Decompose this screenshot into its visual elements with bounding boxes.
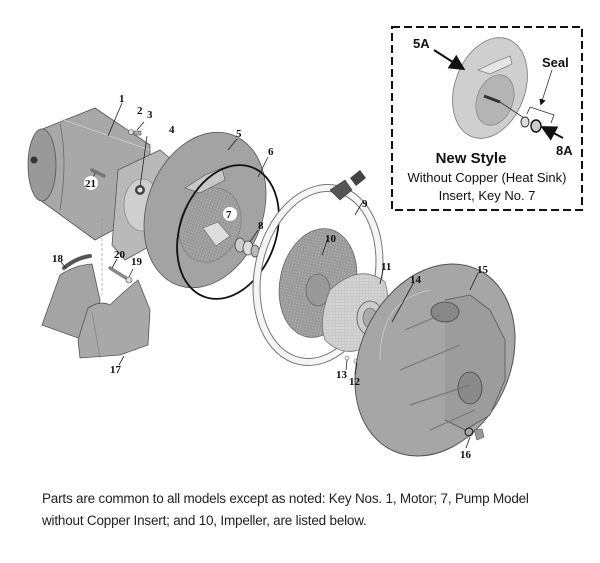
callout-4: 4 bbox=[169, 124, 175, 136]
inset-subtitle-line2: Insert, Key No. 7 bbox=[439, 188, 536, 203]
callout-21: 21 bbox=[85, 178, 96, 190]
inset-label-8a: 8A bbox=[556, 143, 573, 158]
callout-11: 11 bbox=[381, 261, 391, 273]
new-style-inset: 5A Seal 8A New Style Without Copper (Hea… bbox=[391, 26, 583, 211]
callout-7-badge: 7 bbox=[223, 207, 237, 221]
callout-20: 20 bbox=[114, 249, 126, 261]
callout-12: 12 bbox=[349, 376, 361, 388]
callout-1: 1 bbox=[119, 93, 125, 105]
drain-plug bbox=[464, 427, 485, 441]
inset-subtitle-line1: Without Copper (Heat Sink) bbox=[408, 170, 567, 185]
inset-label-5a: 5A bbox=[413, 36, 430, 51]
callout-15: 15 bbox=[477, 264, 489, 276]
callout-13: 13 bbox=[336, 369, 348, 381]
screw-and-washer bbox=[128, 129, 142, 136]
callout-18: 18 bbox=[52, 253, 64, 265]
base-pad bbox=[62, 254, 92, 270]
pump-housing bbox=[354, 263, 516, 457]
callout-3: 3 bbox=[147, 109, 153, 121]
inset-title: New Style bbox=[436, 150, 507, 167]
callout-19: 19 bbox=[131, 256, 143, 268]
parts-note-line1: Parts are common to all models except as… bbox=[42, 491, 529, 506]
callout-21-badge: 21 bbox=[84, 176, 98, 190]
callout-14: 14 bbox=[410, 274, 422, 286]
o-ring-large bbox=[176, 164, 280, 300]
callout-10: 10 bbox=[325, 233, 337, 245]
callout-16: 16 bbox=[460, 449, 472, 461]
callout-9: 9 bbox=[362, 198, 368, 210]
callout-2: 2 bbox=[137, 105, 143, 117]
parts-note: Parts are common to all models except as… bbox=[42, 488, 582, 532]
motor-base bbox=[41, 263, 151, 359]
callout-8: 8 bbox=[258, 220, 264, 232]
parts-note-line2: without Copper Insert; and 10, Impeller,… bbox=[42, 513, 367, 528]
callout-7: 7 bbox=[226, 209, 232, 221]
inset-label-seal: Seal bbox=[542, 55, 569, 70]
base-bolt bbox=[108, 266, 133, 284]
leader-lines bbox=[60, 102, 479, 449]
callouts: 1 2 3 4 5 6 7 8 9 10 11 12 13 14 15 16 1… bbox=[52, 93, 489, 461]
callout-5: 5 bbox=[236, 128, 242, 140]
callout-6: 6 bbox=[268, 146, 274, 158]
callout-17: 17 bbox=[110, 364, 122, 376]
